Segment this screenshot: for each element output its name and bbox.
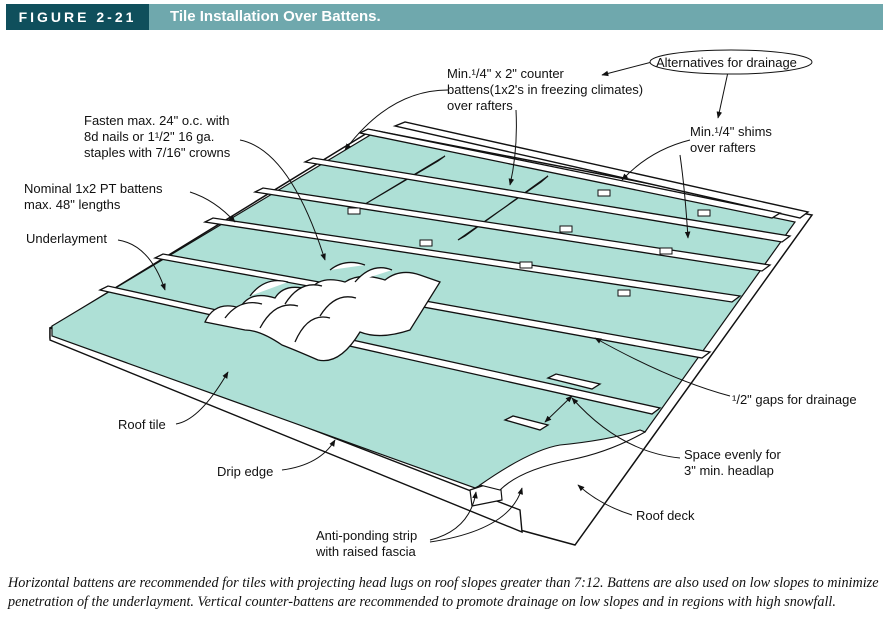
drip-edge (49, 326, 523, 534)
leader-lines (117, 61, 731, 543)
drip-edge-label: Drip edge (217, 464, 273, 479)
figure-caption: Horizontal battens are recommended for t… (8, 575, 879, 610)
space-evenly-label-2: 3" min. headlap (684, 463, 774, 478)
roof-diagram: Min.¹/4" x 2" counter battens(1x2's in f… (24, 49, 857, 559)
battens-label-1: Nominal 1x2 PT battens (24, 181, 163, 196)
ridge-board (392, 121, 810, 219)
counter-battens-label-3: over rafters (447, 98, 513, 113)
underlayment-peel (478, 429, 647, 491)
counter-battens-label-1: Min.¹/4" x 2" counter (447, 66, 565, 81)
figure-title: Tile Installation Over Battens. (170, 8, 381, 25)
shims (347, 189, 711, 297)
space-evenly-label-1: Space evenly for (684, 447, 782, 462)
alternatives-label: Alternatives for drainage (656, 55, 797, 70)
fasten-label-3: staples with 7/16" crowns (84, 145, 231, 160)
fasten-label-2: 8d nails or 1¹/2" 16 ga. (84, 129, 214, 144)
anti-ponding-label-2: with raised fascia (315, 544, 416, 559)
underlayment-label: Underlayment (26, 231, 107, 246)
labels: Min.¹/4" x 2" counter battens(1x2's in f… (24, 55, 857, 559)
counter-battens-label-2: battens(1x2's in freezing climates) (447, 82, 643, 97)
alternatives-ellipse (649, 49, 813, 75)
roof-tile-label: Roof tile (118, 417, 166, 432)
fasten-label-1: Fasten max. 24" o.c. with (84, 113, 230, 128)
gaps-label: ¹/2" gaps for drainage (732, 392, 857, 407)
shims-label-1: Min.¹/4" shims (690, 124, 772, 139)
roof-tiles (204, 261, 441, 362)
shims-label-2: over rafters (690, 140, 756, 155)
battens-label-2: max. 48" lengths (24, 197, 121, 212)
anti-ponding-label-1: Anti-ponding strip (316, 528, 417, 543)
figure-number: FIGURE 2-21 (6, 4, 149, 30)
horizontal-battens (98, 128, 792, 431)
title-bar: FIGURE 2-21 Tile Installation Over Batte… (6, 4, 883, 30)
roof-deck-label: Roof deck (636, 508, 695, 523)
